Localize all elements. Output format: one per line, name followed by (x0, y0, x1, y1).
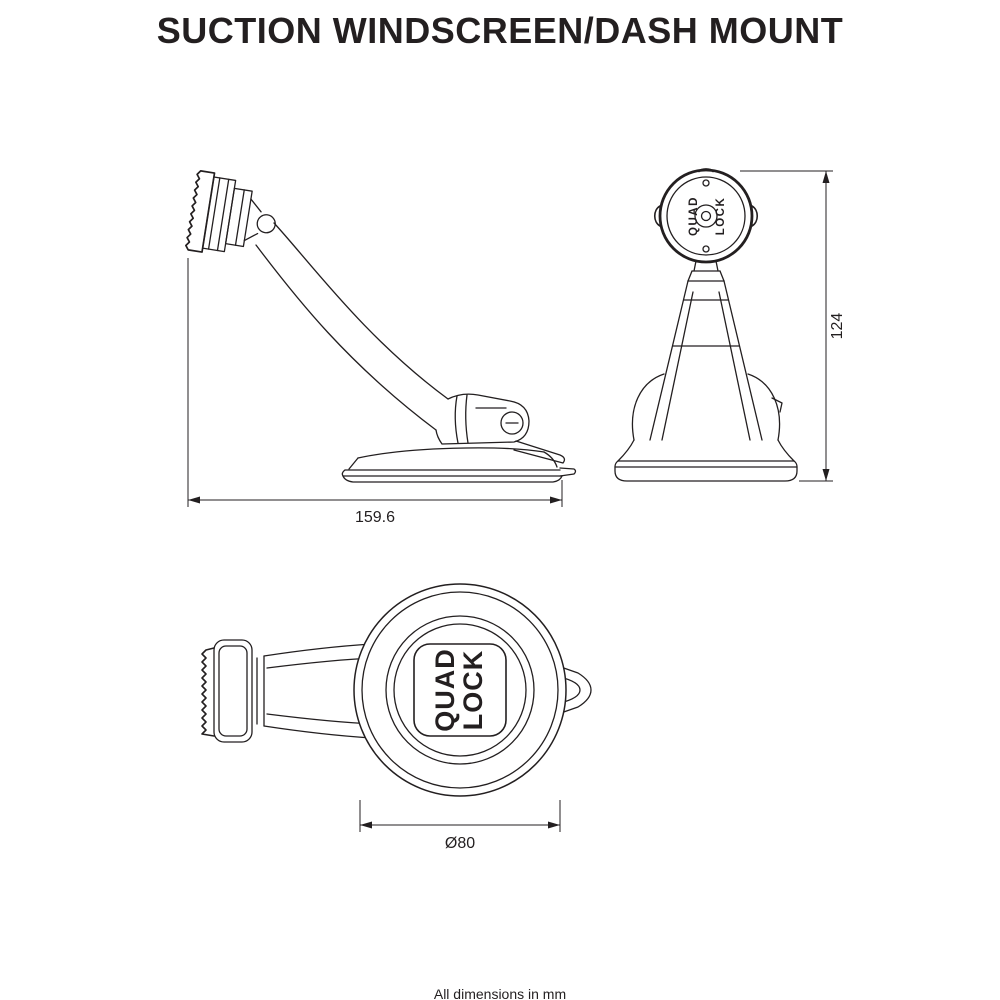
side-view-pivot-body (435, 393, 530, 445)
dimension-label-diameter: Ø80 (445, 835, 475, 852)
side-view-drawing: 159.6 (184, 170, 577, 526)
dimension-arrow-left (360, 821, 372, 829)
dimension-label-height: 124 (829, 313, 846, 340)
front-head-logo-word1: QUAD (688, 196, 700, 236)
dimension-arrow-left (188, 496, 200, 504)
side-view-arm (255, 222, 449, 431)
top-view-mount-head-edge (201, 639, 258, 743)
top-logo-word1: QUAD (430, 648, 460, 732)
dimension-arrow-right (548, 821, 560, 829)
top-view-drawing: QUAD LOCK Ø80 (201, 583, 592, 852)
front-head-logo-word2: LOCK (715, 197, 727, 236)
page-title: SUCTION WINDSCREEN/DASH MOUNT (156, 10, 844, 51)
front-view-suction-sides (631, 373, 783, 441)
dimensions-note: All dimensions in mm (433, 986, 567, 1000)
side-view-suction-base (341, 447, 577, 483)
top-view-logo-plate (413, 643, 507, 737)
dimension-arrow-bottom (822, 469, 830, 481)
dimension-label-length: 159.6 (355, 509, 395, 526)
side-view-mount-head (184, 170, 276, 253)
front-view-dimension: 124 (740, 170, 846, 482)
dimension-arrow-top (822, 171, 830, 183)
side-view-dimension: 159.6 (187, 258, 563, 526)
dimension-arrow-right (550, 496, 562, 504)
top-view-release-tab (557, 665, 592, 715)
top-logo-word2: LOCK (458, 650, 488, 731)
front-view-base (614, 439, 798, 482)
front-view-neck (687, 260, 725, 282)
front-view-drawing: QUAD LOCK 124 (614, 168, 846, 482)
front-view-quadlock-head (653, 168, 759, 264)
top-view-dimension: Ø80 (359, 800, 561, 852)
side-view-lock-lever (513, 440, 566, 464)
top-view-suction-cup (353, 583, 567, 797)
top-view-logo: QUAD LOCK (430, 648, 488, 732)
front-view-cone-body (649, 280, 763, 441)
